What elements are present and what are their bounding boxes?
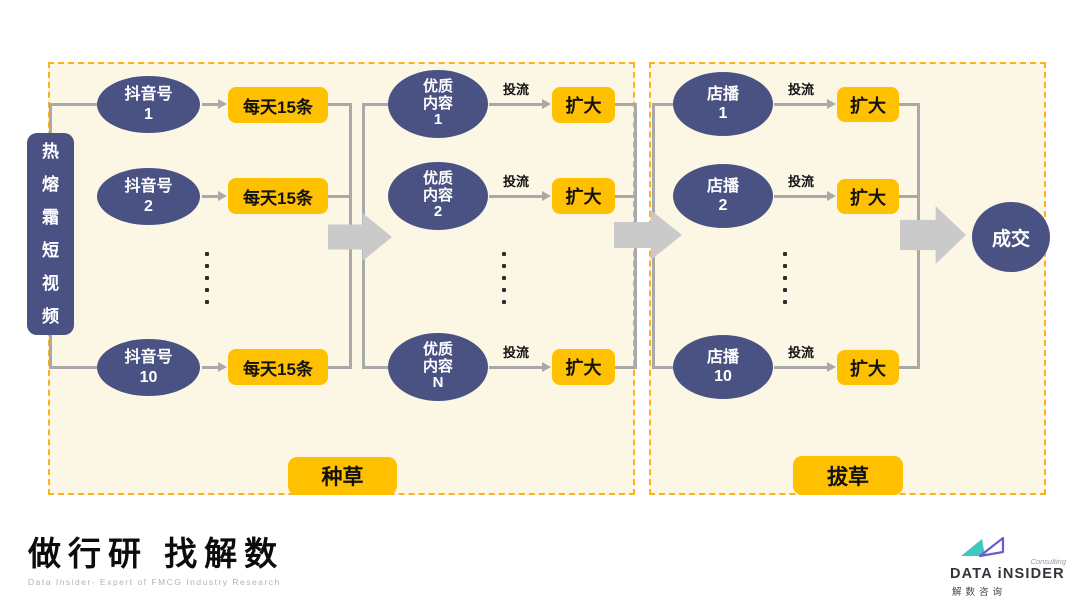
expand-box: 扩大 — [552, 87, 615, 123]
invest-label: 投流 — [502, 174, 529, 189]
connector-line — [899, 194, 920, 198]
douyin-account-1: 抖音号 1 — [97, 76, 200, 133]
store-live-10: 店播 10 — [673, 335, 773, 399]
daily-output-box-3: 每天15条 — [228, 349, 328, 385]
seeding-panel — [48, 62, 635, 495]
store-live-2: 店播 2 — [673, 164, 773, 228]
harvest-tag: 拔草 — [793, 456, 903, 495]
connector-arrow — [489, 98, 551, 109]
bowtie-logo-icon — [961, 536, 1005, 558]
source-box: 热 熔 霜 短 视 频 — [27, 133, 74, 335]
connector-line — [899, 365, 920, 369]
connector-arrow — [202, 98, 227, 109]
deal-circle: 成交 — [972, 202, 1050, 272]
brand-name-cn: 解数咨询 — [952, 587, 1007, 598]
connector-line — [49, 365, 97, 369]
footer-left-subtitle: Data Insider- Expert of FMCG Industry Re… — [28, 576, 281, 587]
invest-label: 投流 — [787, 174, 814, 189]
connector-line — [327, 102, 351, 106]
connector-arrow — [489, 361, 551, 372]
quality-content-1: 优质 内容 1 — [388, 70, 488, 138]
quality-content-n: 优质 内容 N — [388, 333, 488, 401]
douyin-account-2: 抖音号 2 — [97, 168, 200, 225]
expand-box: 扩大 — [552, 349, 615, 385]
expand-box: 扩大 — [837, 350, 899, 385]
connector-line — [652, 365, 676, 369]
vertical-ellipsis — [783, 252, 787, 304]
connector-line — [49, 102, 97, 106]
consulting-label: Consulting — [1030, 557, 1066, 566]
store-live-1: 店播 1 — [673, 72, 773, 136]
invest-label: 投流 — [502, 82, 529, 97]
expand-box: 扩大 — [552, 178, 615, 214]
connector-arrow — [202, 190, 227, 201]
connector-line — [652, 102, 676, 106]
connector-line — [362, 365, 389, 369]
daily-output-box-1: 每天15条 — [228, 87, 328, 123]
daily-output-box-2: 每天15条 — [228, 178, 328, 214]
invest-label: 投流 — [787, 82, 814, 97]
connector-line — [327, 194, 351, 198]
connector-arrow — [202, 361, 227, 372]
connector-line — [615, 365, 637, 369]
footer-left-logo: 做行研 找解数 Data Insider- Expert of FMCG Ind… — [28, 535, 285, 587]
connector-line — [899, 102, 920, 106]
vertical-ellipsis — [502, 252, 506, 304]
douyin-account-10: 抖音号 10 — [97, 339, 200, 396]
brand-name: DATA iNSIDER — [950, 566, 1065, 582]
expand-box: 扩大 — [837, 87, 899, 122]
connector-line — [615, 194, 637, 198]
seeding-tag: 种草 — [288, 457, 397, 495]
footer-left-title: 做行研 找解数 — [28, 535, 285, 572]
quality-content-2: 优质 内容 2 — [388, 162, 488, 230]
connector-arrow — [774, 361, 836, 372]
connector-line — [327, 365, 351, 369]
vertical-ellipsis — [205, 252, 209, 304]
connector-line — [362, 102, 389, 106]
connector-arrow — [774, 98, 836, 109]
invest-label: 投流 — [502, 345, 529, 360]
invest-label: 投流 — [787, 345, 814, 360]
connector-line — [615, 102, 637, 106]
footer-right-logo: Consulting DATA iNSIDER 解数咨询 — [948, 534, 1070, 598]
connector-arrow — [489, 190, 551, 201]
expand-box: 扩大 — [837, 179, 899, 214]
connector-arrow — [774, 190, 836, 201]
